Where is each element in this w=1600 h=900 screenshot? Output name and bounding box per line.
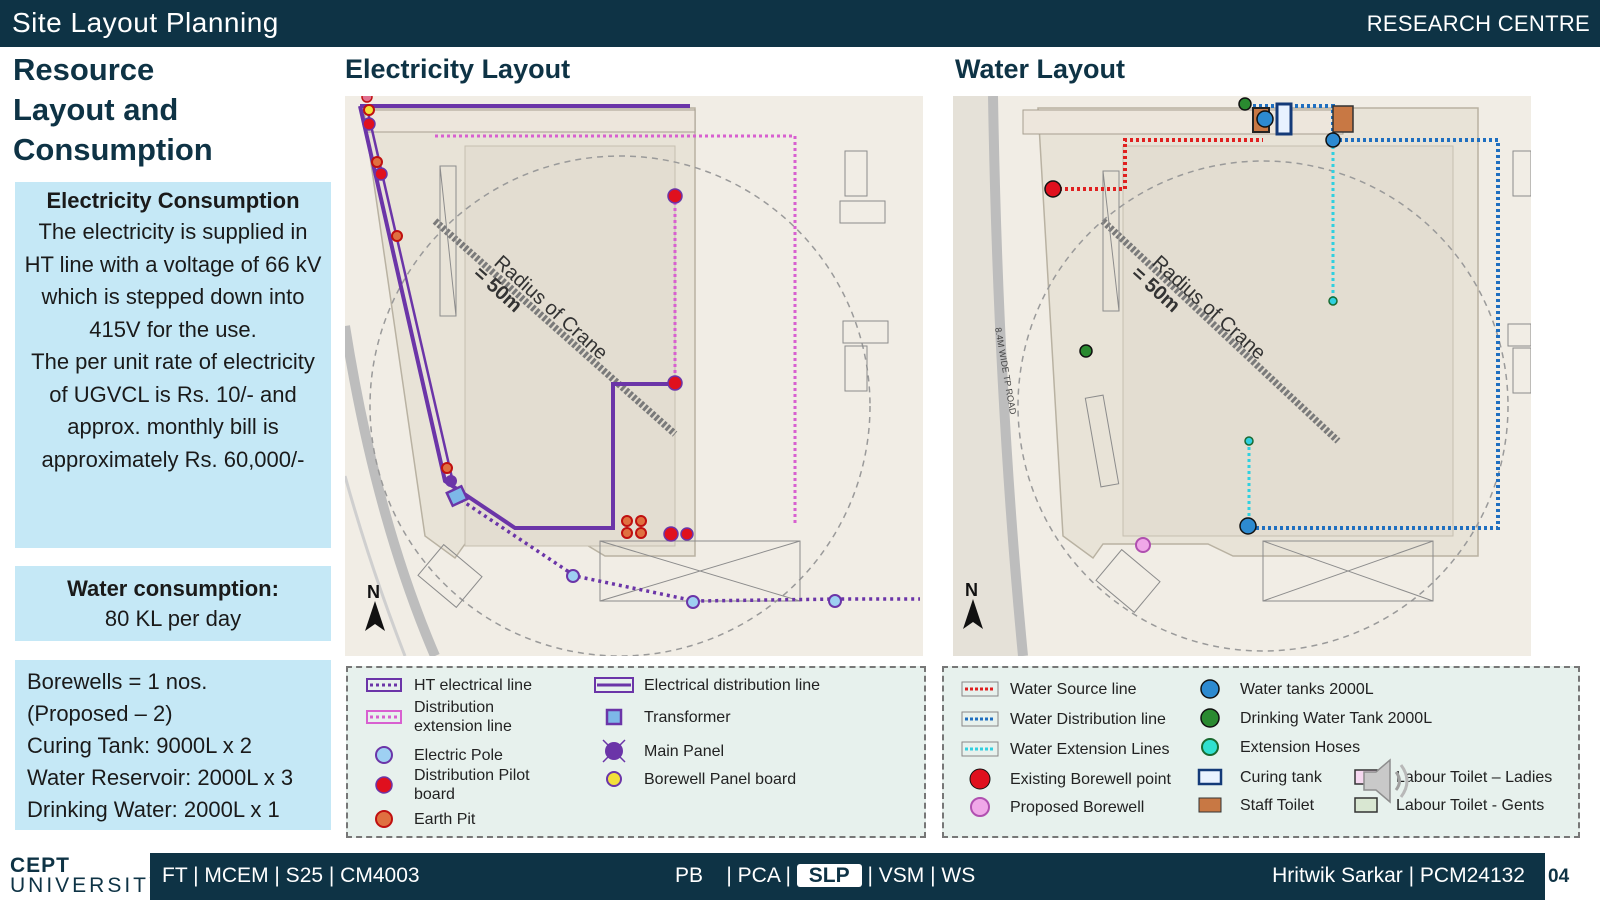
resource-line: (Proposed – 2) xyxy=(27,701,173,726)
legend-electric-pole: Electric Pole xyxy=(362,742,503,768)
header-bar: Site Layout Planning RESEARCH CENTRE xyxy=(0,0,1600,47)
resource-line: Drinking Water: 2000L x 1 xyxy=(27,797,280,822)
legend-drinking-tank: Drinking Water Tank 2000L xyxy=(1188,705,1432,731)
legend-proposed-borewell: Proposed Borewell xyxy=(958,794,1144,820)
legend-transformer: Transformer xyxy=(592,704,731,730)
legend-dist-ext-line: Distribution extension line xyxy=(362,698,562,736)
electricity-paragraph-1: The electricity is supplied in HT line w… xyxy=(24,219,322,342)
electricity-consumption-title: Electricity Consumption xyxy=(46,188,300,213)
water-consumption-title: Water consumption: xyxy=(67,576,279,601)
course-info: FT | MCEM | S25 | CM4003 xyxy=(162,864,420,887)
electricity-map-drawing: Radius of Crane = 50m N xyxy=(345,96,920,656)
footer-bar: FT | MCEM | S25 | CM4003 PB | PCA | SLP … xyxy=(150,853,1545,900)
electricity-layout-title: Electricity Layout xyxy=(345,54,571,84)
legend-curing-tank: Curing tank xyxy=(1188,764,1322,790)
electricity-site-map: Radius of Crane = 50m N xyxy=(345,96,923,656)
resource-line: Borewells = 1 nos. xyxy=(27,669,208,694)
water-site-map: 8.4M WIDE TP ROAD xyxy=(953,96,1531,656)
electricity-legend: HT electrical line Distribution extensio… xyxy=(346,666,926,838)
legend-labour-toilet-gents: Labour Toilet - Gents xyxy=(1344,792,1544,818)
north-arrow-icon: N xyxy=(365,582,385,631)
legend-elec-dist-line: Electrical distribution line xyxy=(592,672,820,698)
section-heading: Resource Layout and Consumption xyxy=(13,52,213,167)
legend-earth-pit: Earth Pit xyxy=(362,806,475,832)
nav-active-slp[interactable]: SLP xyxy=(796,864,862,887)
legend-water-tanks: Water tanks 2000L xyxy=(1188,676,1374,702)
project-label: RESEARCH CENTRE xyxy=(1366,11,1590,36)
legend-borewell-panel: Borewell Panel board xyxy=(592,766,796,792)
cept-university-logo: CEPT UNIVERSITY xyxy=(10,854,167,897)
resource-line: Curing Tank: 9000L x 2 xyxy=(27,733,253,758)
svg-text:N: N xyxy=(965,580,978,600)
resource-line: Water Reservoir: 2000L x 3 xyxy=(27,765,294,790)
water-map-drawing: 8.4M WIDE TP ROAD xyxy=(953,96,1531,656)
legend-pilot-board: Distribution Pilot board xyxy=(362,766,582,804)
author-info: Hritwik Sarkar | PCM24132 xyxy=(1272,864,1525,887)
legend-staff-toilet: Staff Toilet xyxy=(1188,792,1314,818)
resources-panel: Borewells = 1 nos. (Proposed – 2) Curing… xyxy=(15,660,331,830)
water-consumption-panel: Water consumption: 80 KL per day xyxy=(15,566,331,641)
section-nav: PB | PCA | SLP | VSM | WS xyxy=(675,864,975,888)
nav-post[interactable]: | VSM | WS xyxy=(867,864,976,887)
electricity-consumption-panel: Electricity Consumption The electricity … xyxy=(15,182,331,548)
speaker-icon[interactable] xyxy=(1358,750,1420,817)
svg-text:N: N xyxy=(367,582,380,602)
page-number: 04 xyxy=(1548,866,1570,887)
legend-ht-line: HT electrical line xyxy=(362,672,532,698)
legend-water-dist-line: Water Distribution line xyxy=(958,706,1166,732)
legend-main-panel: Main Panel xyxy=(592,738,724,764)
north-arrow-icon: N xyxy=(963,580,983,629)
electricity-paragraph-2: The per unit rate of electricity of UGVC… xyxy=(31,349,315,472)
legend-water-source-line: Water Source line xyxy=(958,676,1137,702)
legend-existing-borewell: Existing Borewell point xyxy=(958,766,1171,792)
water-layout-title: Water Layout xyxy=(955,54,1126,84)
legend-water-ext-lines: Water Extension Lines xyxy=(958,736,1169,762)
water-legend: Water Source line Water Distribution lin… xyxy=(942,666,1580,838)
nav-pre[interactable]: PB | PCA | xyxy=(675,864,791,887)
legend-extension-hoses: Extension Hoses xyxy=(1188,734,1360,760)
slide-title: Site Layout Planning xyxy=(12,7,279,38)
water-consumption-value: 80 KL per day xyxy=(104,606,242,631)
